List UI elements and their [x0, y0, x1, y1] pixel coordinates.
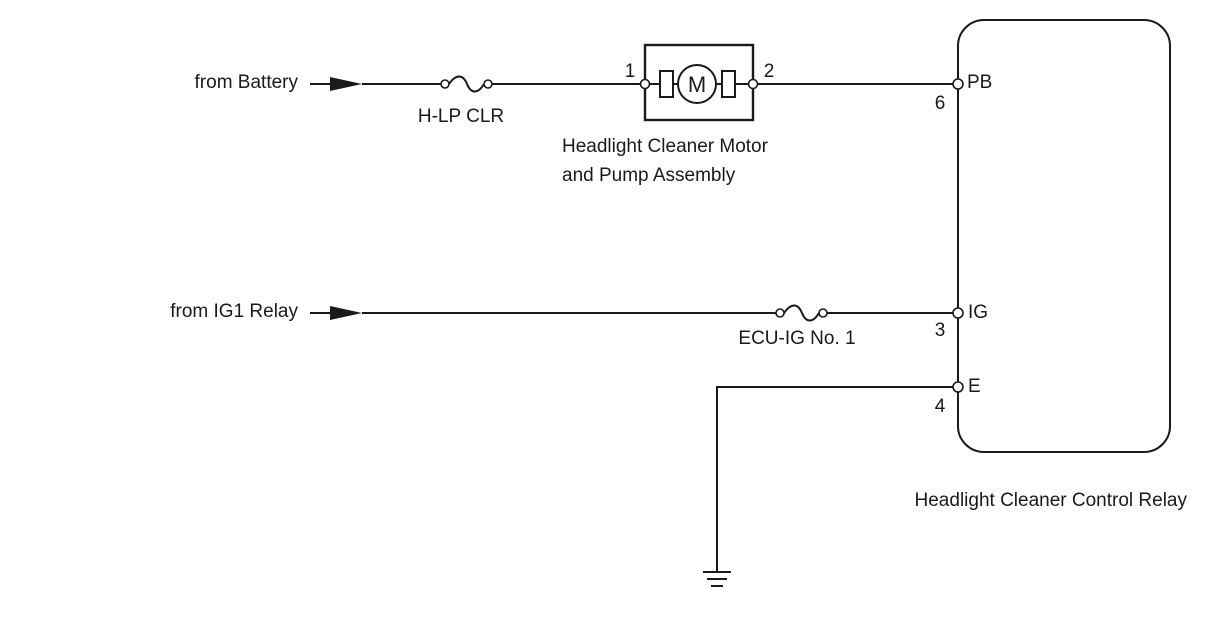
- relay-pin-pb-label: PB: [967, 72, 992, 93]
- ig1-arrow-icon: [330, 306, 362, 320]
- relay-pin-e-number: 4: [935, 396, 946, 417]
- relay-pin-pb-terminal: [952, 78, 964, 90]
- wire-e-to-ground: [716, 386, 953, 572]
- relay-pin-e-terminal: [952, 381, 964, 393]
- relay-name-label: Headlight Cleaner Control Relay: [915, 490, 1188, 511]
- fuse-ecu-ig-label: ECU-IG No. 1: [738, 328, 855, 349]
- relay-pin-ig-number: 3: [935, 320, 946, 341]
- control-relay-box: [957, 19, 1171, 453]
- motor-name-line1: Headlight Cleaner Motor: [562, 136, 769, 157]
- source-ig1-label: from IG1 Relay: [170, 301, 298, 322]
- motor-pin1-terminal: [639, 78, 651, 90]
- relay-pin-ig-terminal: [952, 307, 964, 319]
- motor-pin2-terminal: [747, 78, 759, 90]
- motor-pin1-label: 1: [625, 61, 636, 82]
- fuse-hlp-clr-label: H-LP CLR: [418, 106, 504, 127]
- ground-icon: [703, 571, 731, 587]
- relay-pin-pb-number: 6: [935, 93, 946, 114]
- battery-arrow-icon: [330, 77, 362, 91]
- source-battery-label: from Battery: [195, 72, 299, 93]
- motor-name-line2: and Pump Assembly: [562, 165, 736, 186]
- fuse-hlp-clr: [440, 75, 493, 93]
- motor-symbol: M: [688, 72, 706, 97]
- relay-pin-ig-label: IG: [968, 302, 988, 323]
- motor-pin2-label: 2: [764, 61, 775, 82]
- fuse-ecu-ig-no1: [775, 304, 828, 322]
- relay-pin-e-label: E: [968, 376, 981, 397]
